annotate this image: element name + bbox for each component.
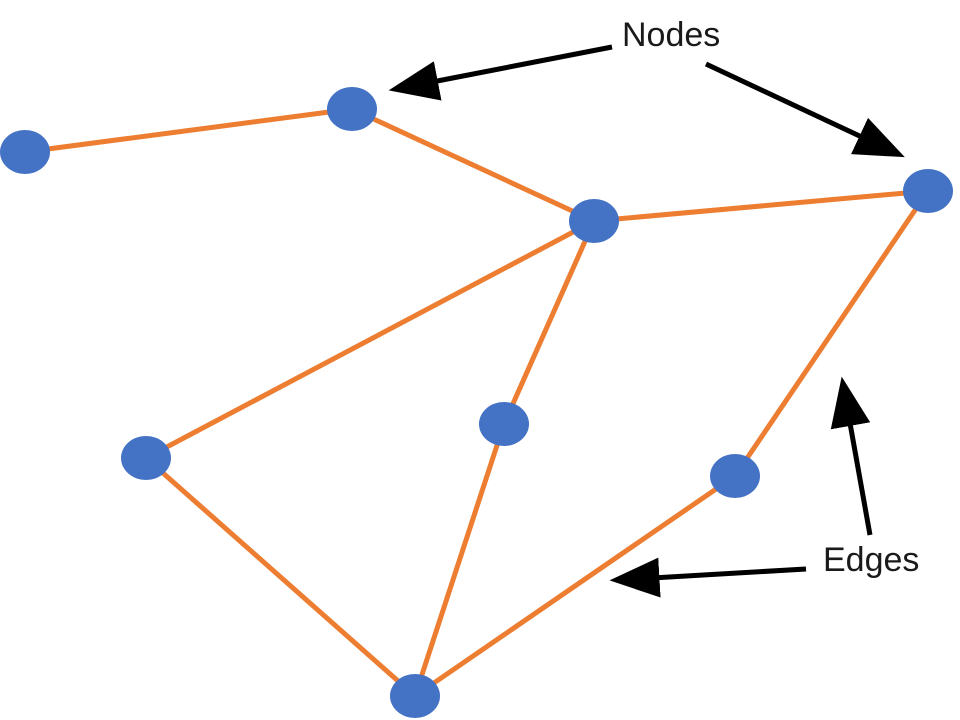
node — [569, 199, 619, 243]
node — [327, 87, 377, 131]
node — [710, 454, 760, 498]
node — [390, 674, 440, 718]
edge — [143, 455, 418, 699]
nodes-arrow-left — [388, 44, 613, 101]
node — [903, 169, 953, 213]
edges-label: Edges — [823, 541, 919, 579]
node — [0, 130, 50, 174]
edge — [143, 218, 597, 461]
edge — [732, 188, 931, 479]
edge — [591, 188, 931, 224]
annotation-arrows — [388, 44, 905, 598]
edge — [22, 106, 355, 155]
nodes-arrow-right — [704, 61, 905, 158]
edges-arrow-left — [609, 557, 807, 598]
node — [479, 402, 529, 446]
edge — [501, 218, 597, 427]
edges-group — [22, 106, 931, 699]
node — [121, 436, 171, 480]
nodes-label: Nodes — [622, 16, 720, 54]
edge — [412, 473, 738, 699]
edge — [412, 421, 507, 699]
edges-arrow-up — [830, 376, 873, 536]
edge — [349, 106, 597, 224]
nodes-group — [0, 87, 953, 718]
